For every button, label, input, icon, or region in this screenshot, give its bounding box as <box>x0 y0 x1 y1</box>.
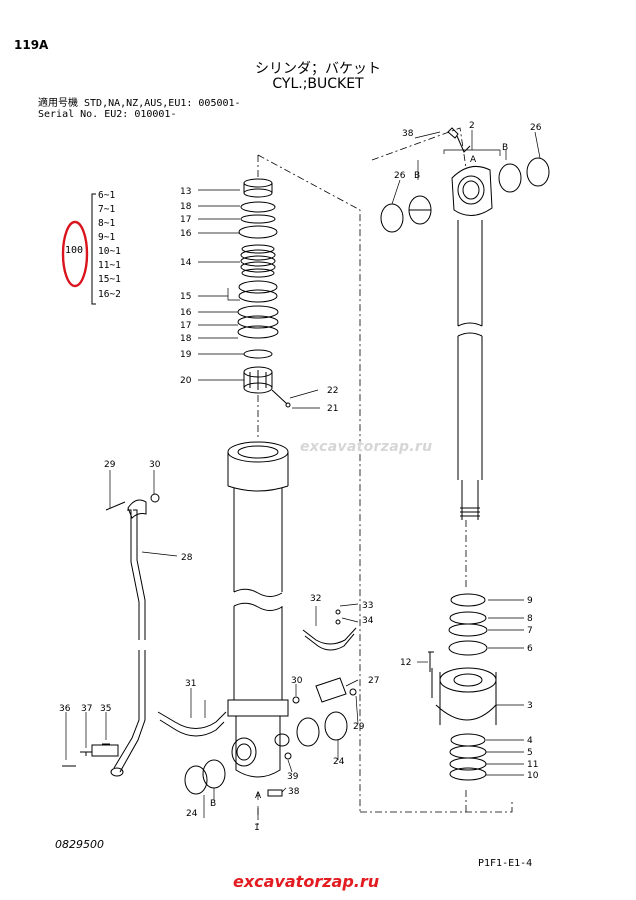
serial-line-2: Serial No. EU2: 010001- <box>38 109 177 120</box>
callout-13: 13 <box>180 187 191 197</box>
callout-labels: 13 18 17 16 14 15 16 17 18 19 20 22 21 2… <box>59 121 542 833</box>
callout-34: 34 <box>362 616 374 626</box>
assembly-guides <box>257 127 513 825</box>
callout-20: 20 <box>180 376 192 386</box>
highlight-ring <box>61 220 89 288</box>
callout-24: 24 <box>333 757 345 767</box>
callout-30b: 30 <box>291 676 303 686</box>
callout-17: 17 <box>180 215 191 225</box>
site-banner-link[interactable]: excavatorzap.ru <box>233 872 380 891</box>
piston-rod <box>447 127 493 520</box>
fitting-27 <box>315 677 347 703</box>
qty-entry: 7~1 <box>98 204 116 215</box>
cylinder-tube <box>227 441 290 778</box>
callout-36: 36 <box>59 704 71 714</box>
callout-9: 9 <box>527 596 533 606</box>
callout-26b: 26 <box>394 171 406 181</box>
callout-38-top: 38 <box>402 129 414 139</box>
seal-stack <box>237 178 279 359</box>
label-B-right: B <box>502 143 508 153</box>
seal-26-right <box>526 157 550 187</box>
qty-entry: 10~1 <box>98 246 121 257</box>
label-A: A <box>255 791 262 801</box>
callout-27: 27 <box>368 676 379 686</box>
callout-28: 28 <box>181 553 193 563</box>
page-number: 119A <box>14 38 49 52</box>
callout-21: 21 <box>327 404 338 414</box>
callout-15: 15 <box>180 292 191 302</box>
callout-18b: 18 <box>180 334 192 344</box>
title-japanese: シリンダ；バケット <box>255 61 381 77</box>
qty-entry: 6~1 <box>98 190 116 201</box>
callout-4: 4 <box>527 736 533 746</box>
callout-6: 6 <box>527 644 533 654</box>
hydraulic-pipe <box>91 493 160 777</box>
page-code: P1F1-E1-4 <box>478 858 533 869</box>
qty-bracket <box>91 193 96 305</box>
clamp-31 <box>157 711 227 729</box>
callout-37: 37 <box>81 704 92 714</box>
callout-11: 11 <box>527 760 538 770</box>
callout-18: 18 <box>180 202 192 212</box>
callout-12: 12 <box>400 658 411 668</box>
seal-24-right <box>324 711 348 741</box>
callout-29b: 29 <box>353 722 365 732</box>
callout-22: 22 <box>327 386 338 396</box>
callout-2: 2 <box>469 121 475 131</box>
seal-24-left <box>184 765 208 795</box>
qty-entry: 9~1 <box>98 232 116 243</box>
callout-16: 16 <box>180 229 192 239</box>
qty-entry: 8~1 <box>98 218 116 229</box>
drawing-number: 0829500 <box>55 838 104 851</box>
title-english: CYL.;BUCKET <box>272 76 364 92</box>
callout-38: 38 <box>288 787 300 797</box>
watermark: excavatorzap.ru <box>300 439 433 455</box>
qty-entry: 15~1 <box>98 274 121 285</box>
callout-14: 14 <box>180 258 192 268</box>
callout-26: 26 <box>530 123 542 133</box>
qty-entry: 11~1 <box>98 260 121 271</box>
callout-17b: 17 <box>180 321 191 331</box>
callout-5: 5 <box>527 748 533 758</box>
group-number: 100 <box>65 245 84 256</box>
label-B: B <box>210 799 216 809</box>
callout-33: 33 <box>362 601 373 611</box>
bush-B-right <box>498 163 522 193</box>
label-A-top: A <box>470 155 477 165</box>
callout-19: 19 <box>180 350 192 360</box>
piston-nut <box>243 366 291 408</box>
callout-3: 3 <box>527 701 533 711</box>
callout-35: 35 <box>100 704 111 714</box>
leader-lines <box>65 130 541 818</box>
callout-32: 32 <box>310 594 321 604</box>
callout-1: 1 <box>254 823 260 833</box>
callout-10: 10 <box>527 771 539 781</box>
callout-29: 29 <box>104 460 116 470</box>
callout-24b: 24 <box>186 809 198 819</box>
callout-31: 31 <box>185 679 196 689</box>
callout-7: 7 <box>527 626 533 636</box>
callout-30: 30 <box>149 460 161 470</box>
label-B-left: B <box>414 171 420 181</box>
rod-cover-stack <box>428 593 497 781</box>
callout-39: 39 <box>287 772 299 782</box>
callout-8: 8 <box>527 614 533 624</box>
callout-16b: 16 <box>180 308 192 318</box>
seal-26-left <box>380 203 404 233</box>
qty-entry: 16~2 <box>98 289 121 300</box>
serial-line-1: 適用号機 STD,NA,NZ,AUS,EU1: 005001- <box>38 98 241 109</box>
clamp-32 <box>302 627 357 645</box>
